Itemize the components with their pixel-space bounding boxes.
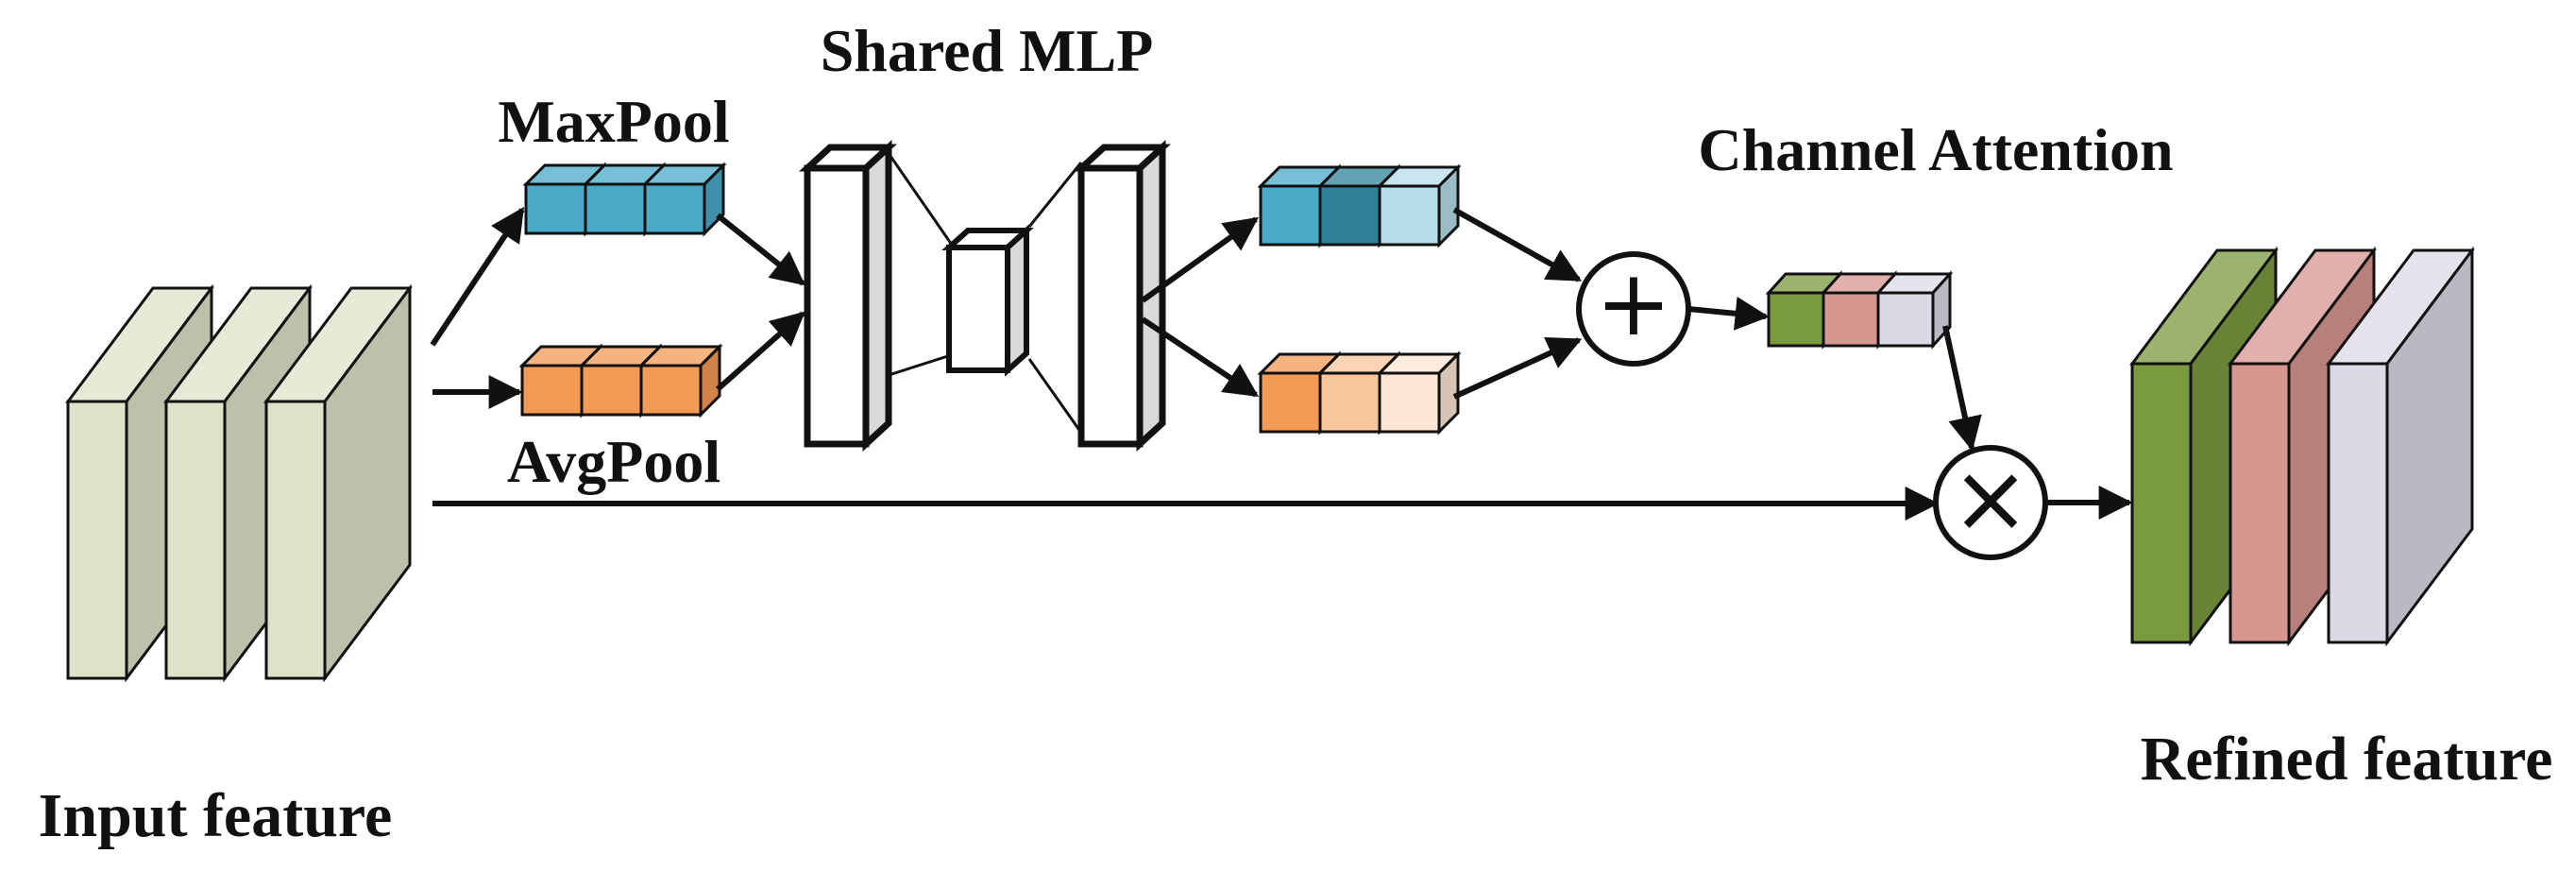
input-feature-slab-1-front-face <box>66 400 128 680</box>
connections <box>430 207 2133 521</box>
input-feature-slab-3-front-face <box>264 400 327 680</box>
multiply-operator: × <box>1933 443 2048 560</box>
channel-attention-vector <box>1765 270 1954 350</box>
shared-mlp-block <box>799 140 1171 452</box>
mlp-hidden-layer-front-face <box>946 245 1010 373</box>
mlp-max-out-cube-1-front-face <box>1259 184 1322 247</box>
arrow-mlp-to-avg-out <box>1141 316 1259 398</box>
arrow-mlp-to-max-out <box>1141 216 1259 303</box>
input-feature-slab-3 <box>263 283 413 683</box>
refined-feature-slab-3-front-face <box>2327 362 2389 644</box>
mlp-right-wing-top <box>1027 162 1083 228</box>
refined-feature-slab-3 <box>2326 246 2475 647</box>
channel-attention-cube-3 <box>1874 270 1954 350</box>
maxpool-vector <box>522 162 727 237</box>
add-operator: + <box>1576 250 1691 367</box>
input-feature-slab-2-front-face <box>164 400 227 680</box>
maxpool-cube-3-front-face <box>643 182 706 235</box>
mlp-output-max-vector <box>1257 163 1462 248</box>
arrow-attention-to-multiply <box>1942 325 1982 452</box>
label-shared-mlp: Shared MLP <box>821 17 1154 84</box>
arrow-avgpool-to-mlp <box>716 311 805 392</box>
maxpool-cube-2-front-face <box>584 182 647 235</box>
mlp-avg-out-cube-2-front-face <box>1318 371 1381 434</box>
add-operator-circle <box>1576 251 1691 367</box>
multiply-operator-symbol: × <box>1951 443 2030 554</box>
mlp-max-out-cube-2-front-face <box>1318 184 1381 247</box>
label-maxpool: MaxPool <box>498 88 729 155</box>
avgpool-cube-3-front-face <box>639 364 703 417</box>
label-refined-feature: Refined feature <box>2141 725 2553 794</box>
channel-attention-cube-1-front-face <box>1767 291 1825 348</box>
maxpool-cube-3 <box>641 162 727 237</box>
mlp-avg-out-cube-3-front-face <box>1378 371 1441 434</box>
mlp-left-wing-top <box>884 148 956 248</box>
mlp-max-out-cube-3-front-face <box>1378 184 1441 247</box>
label-channel-attention: Channel Attention <box>1698 116 2173 183</box>
arrow-avg-out-to-add <box>1452 337 1583 400</box>
refined-feature-slab-2-front-face <box>2229 362 2291 644</box>
refined-feature-slab-1-front-face <box>2130 362 2193 644</box>
mlp-hidden-layer <box>941 224 1034 377</box>
mlp-avg-out-cube-3 <box>1376 350 1462 436</box>
input-feature-stack <box>65 283 413 683</box>
mlp-input-layer-side-face <box>862 140 892 452</box>
mlp-max-out-cube-3 <box>1376 163 1462 248</box>
mlp-avg-out-cube-1-front-face <box>1259 371 1322 434</box>
avgpool-cube-1-front-face <box>520 364 584 417</box>
label-avgpool: AvgPool <box>507 428 720 495</box>
multiply-operator-circle <box>1933 445 2048 560</box>
mlp-input-layer <box>799 140 897 452</box>
label-input-feature: Input feature <box>39 781 393 850</box>
arrow-maxpool-to-mlp <box>716 213 805 286</box>
channel-attention-cube-3-front-face <box>1876 291 1935 348</box>
arrow-add-to-attention <box>1687 296 1770 331</box>
mlp-output-layer <box>1073 140 1171 452</box>
avgpool-cube-3 <box>637 343 723 418</box>
add-operator-symbol: + <box>1596 250 1671 356</box>
channel-attention-cube-2-front-face <box>1822 291 1880 348</box>
arrow-input-to-maxpool <box>430 207 525 347</box>
mlp-input-layer-front-face <box>804 164 870 448</box>
mlp-left-wing-bottom <box>885 352 955 378</box>
avgpool-cube-2-front-face <box>580 364 643 417</box>
mlp-output-avg-vector <box>1257 350 1462 436</box>
avgpool-vector <box>518 343 723 418</box>
arrow-max-out-to-add <box>1452 207 1583 282</box>
refined-feature-stack <box>2129 246 2475 647</box>
maxpool-cube-1-front-face <box>524 182 587 235</box>
mlp-right-wing-bottom <box>1027 358 1083 434</box>
mlp-output-layer-front-face <box>1077 164 1144 448</box>
